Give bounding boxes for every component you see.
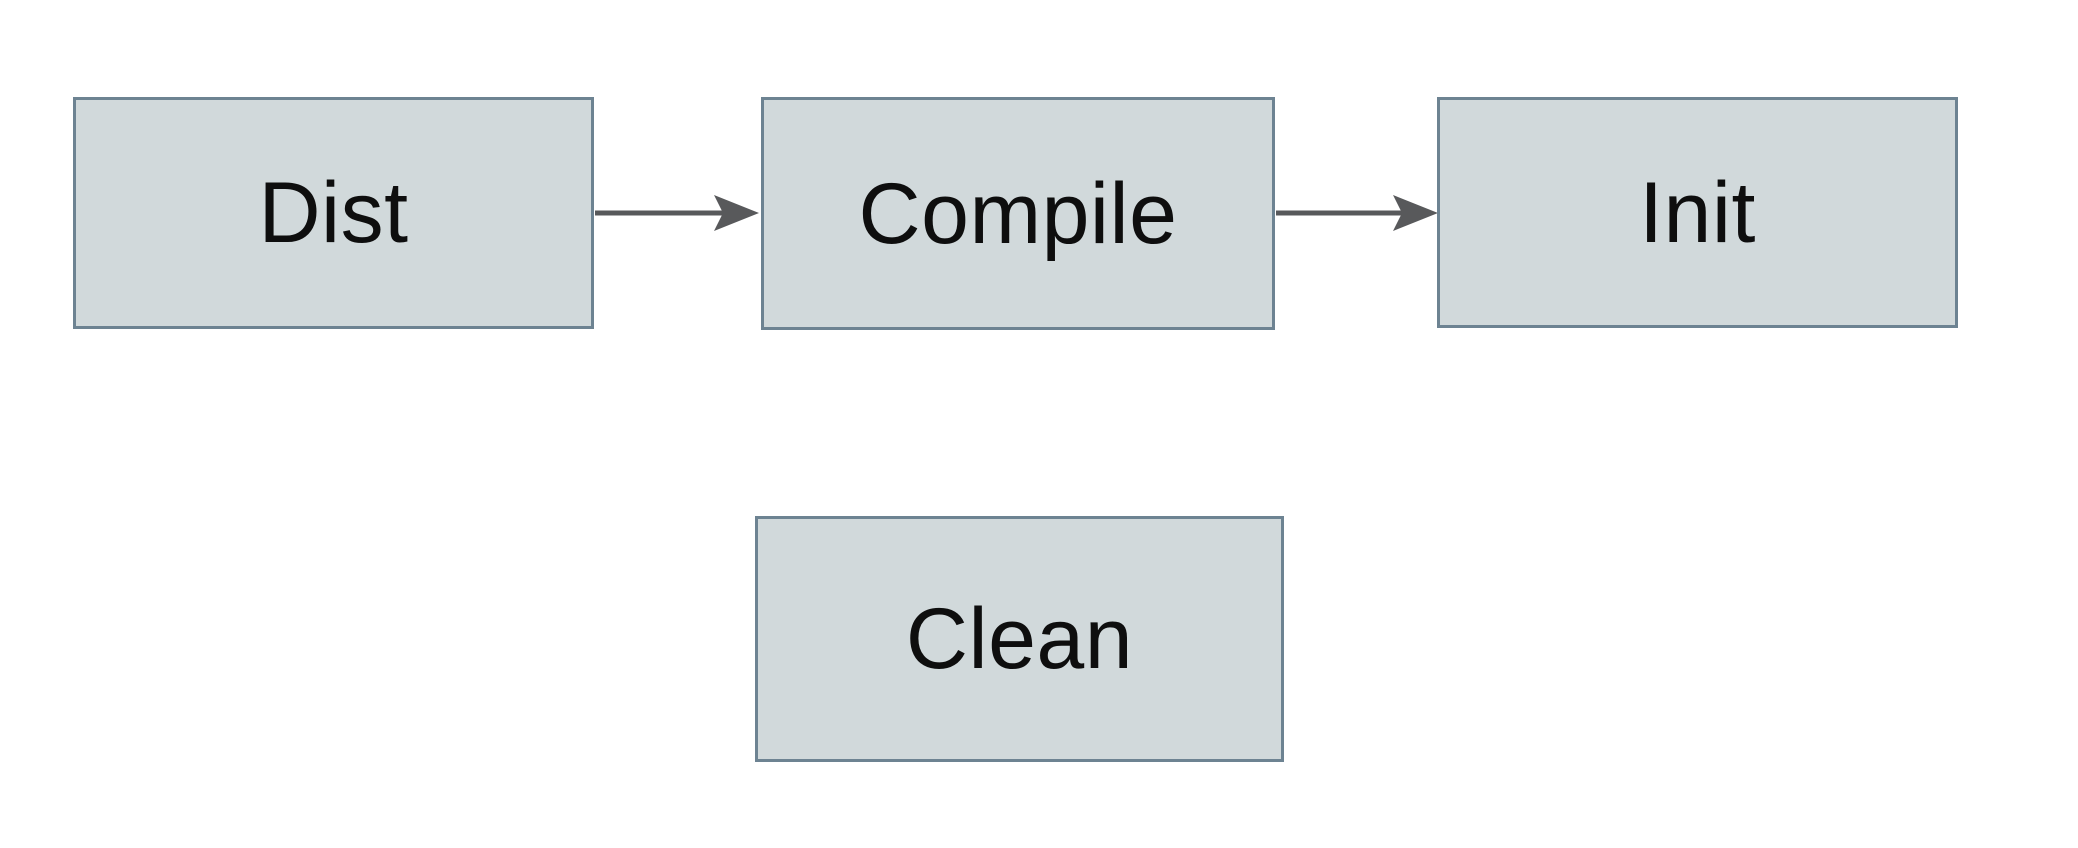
node-dist-label: Dist [258, 165, 409, 261]
node-dist: Dist [73, 97, 594, 329]
node-compile-label: Compile [858, 165, 1178, 262]
node-init-label: Init [1639, 164, 1756, 261]
node-clean-label: Clean [905, 591, 1134, 687]
node-init: Init [1437, 97, 1958, 328]
node-clean: Clean [755, 516, 1284, 762]
node-compile: Compile [761, 97, 1275, 330]
